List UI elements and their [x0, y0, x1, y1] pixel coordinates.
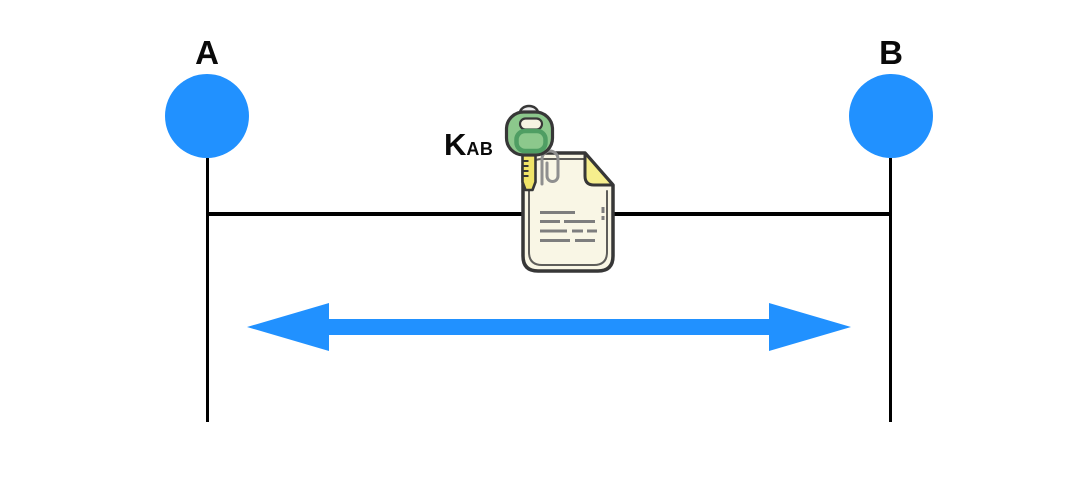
double-arrow-icon	[247, 303, 851, 351]
entity-b-node	[849, 74, 933, 158]
entity-a-label: A	[195, 34, 219, 71]
document-icon	[521, 151, 615, 273]
shared-key-label: KAB	[444, 129, 493, 165]
entity-a-node	[165, 74, 249, 158]
entity-a-lifeline	[205, 158, 209, 422]
entity-b-lifeline	[888, 158, 892, 422]
entity-b-label: B	[879, 34, 903, 71]
key-label-base: K	[444, 127, 467, 162]
key-label-subscript: AB	[466, 139, 494, 159]
key-document-icon	[504, 104, 615, 273]
key-icon	[504, 104, 555, 192]
